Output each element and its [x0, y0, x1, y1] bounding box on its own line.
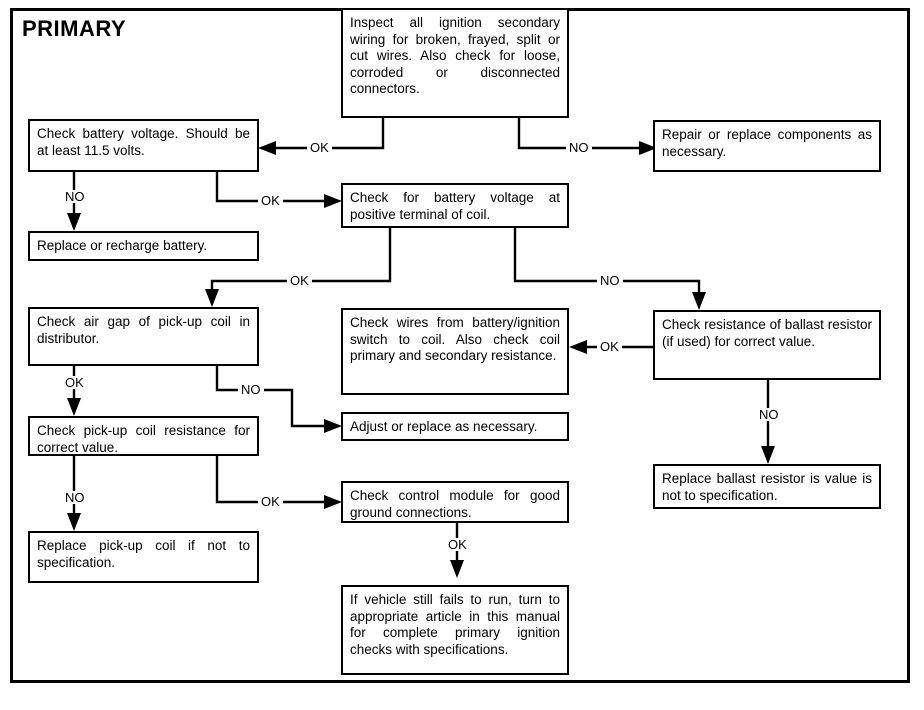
edge-label-ballast-no: NO — [756, 408, 782, 421]
node-text: Replace pick-up coil if not to specifica… — [37, 538, 250, 570]
node-text: Check pick-up coil resistance for correc… — [37, 423, 250, 455]
edge-label-inspect-ok: OK — [307, 141, 332, 154]
edge-label-inspect-no: NO — [566, 141, 592, 154]
node-replace-pickup-coil[interactable]: Replace pick-up coil if not to specifica… — [28, 531, 259, 583]
node-text: Check battery voltage. Should be at leas… — [37, 126, 250, 158]
edge-label-airgap-no: NO — [238, 383, 264, 396]
node-text: Check air gap of pick-up coil in distrib… — [37, 314, 250, 346]
node-text: Replace ballast resistor is value is not… — [662, 471, 872, 503]
node-check-control-module[interactable]: Check control module for good ground con… — [341, 481, 569, 523]
node-text: Check resistance of ballast resistor (if… — [662, 317, 872, 349]
node-check-air-gap[interactable]: Check air gap of pick-up coil in distrib… — [28, 307, 259, 366]
edge-label-pickup-ok: OK — [258, 495, 283, 508]
node-inspect-secondary-wiring[interactable]: Inspect all ignition secondary wiring fo… — [341, 8, 569, 118]
node-repair-or-replace-components[interactable]: Repair or replace components as necessar… — [653, 120, 881, 172]
node-check-ballast-resistor[interactable]: Check resistance of ballast resistor (if… — [653, 310, 881, 380]
node-check-wires-from-battery[interactable]: Check wires from battery/ignition switch… — [341, 308, 569, 395]
node-text: Check wires from battery/ignition switch… — [350, 315, 560, 363]
page-title: PRIMARY — [22, 16, 127, 41]
edge-label-ballast-ok: OK — [597, 340, 622, 353]
node-text: Check control module for good ground con… — [350, 488, 560, 520]
edge-label-coil-no: NO — [597, 274, 623, 287]
node-check-pickup-coil-resistance[interactable]: Check pick-up coil resistance for correc… — [28, 416, 259, 456]
node-check-battery-voltage-at-coil[interactable]: Check for battery voltage at positive te… — [341, 183, 569, 228]
node-text: Adjust or replace as necessary. — [350, 419, 538, 434]
edge-label-coil-ok: OK — [287, 274, 312, 287]
node-adjust-or-replace[interactable]: Adjust or replace as necessary. — [341, 412, 569, 441]
node-text: Inspect all ignition secondary wiring fo… — [350, 15, 560, 96]
edge-label-battery-ok: OK — [258, 194, 283, 207]
edge-label-airgap-ok: OK — [62, 376, 87, 389]
edge-label-module-ok: OK — [445, 538, 470, 551]
node-check-battery-voltage[interactable]: Check battery voltage. Should be at leas… — [28, 119, 259, 172]
node-replace-ballast-resistor[interactable]: Replace ballast resistor is value is not… — [653, 464, 881, 509]
node-text: Check for battery voltage at positive te… — [350, 190, 560, 222]
edge-label-battery-no: NO — [62, 190, 88, 203]
node-text: If vehicle still fails to run, turn to a… — [350, 592, 560, 657]
node-vehicle-still-fails[interactable]: If vehicle still fails to run, turn to a… — [341, 585, 569, 675]
edge-label-pickup-no: NO — [62, 491, 88, 504]
node-text: Repair or replace components as necessar… — [662, 127, 872, 159]
node-replace-or-recharge-battery[interactable]: Replace or recharge battery. — [28, 231, 259, 261]
node-text: Replace or recharge battery. — [37, 238, 208, 253]
